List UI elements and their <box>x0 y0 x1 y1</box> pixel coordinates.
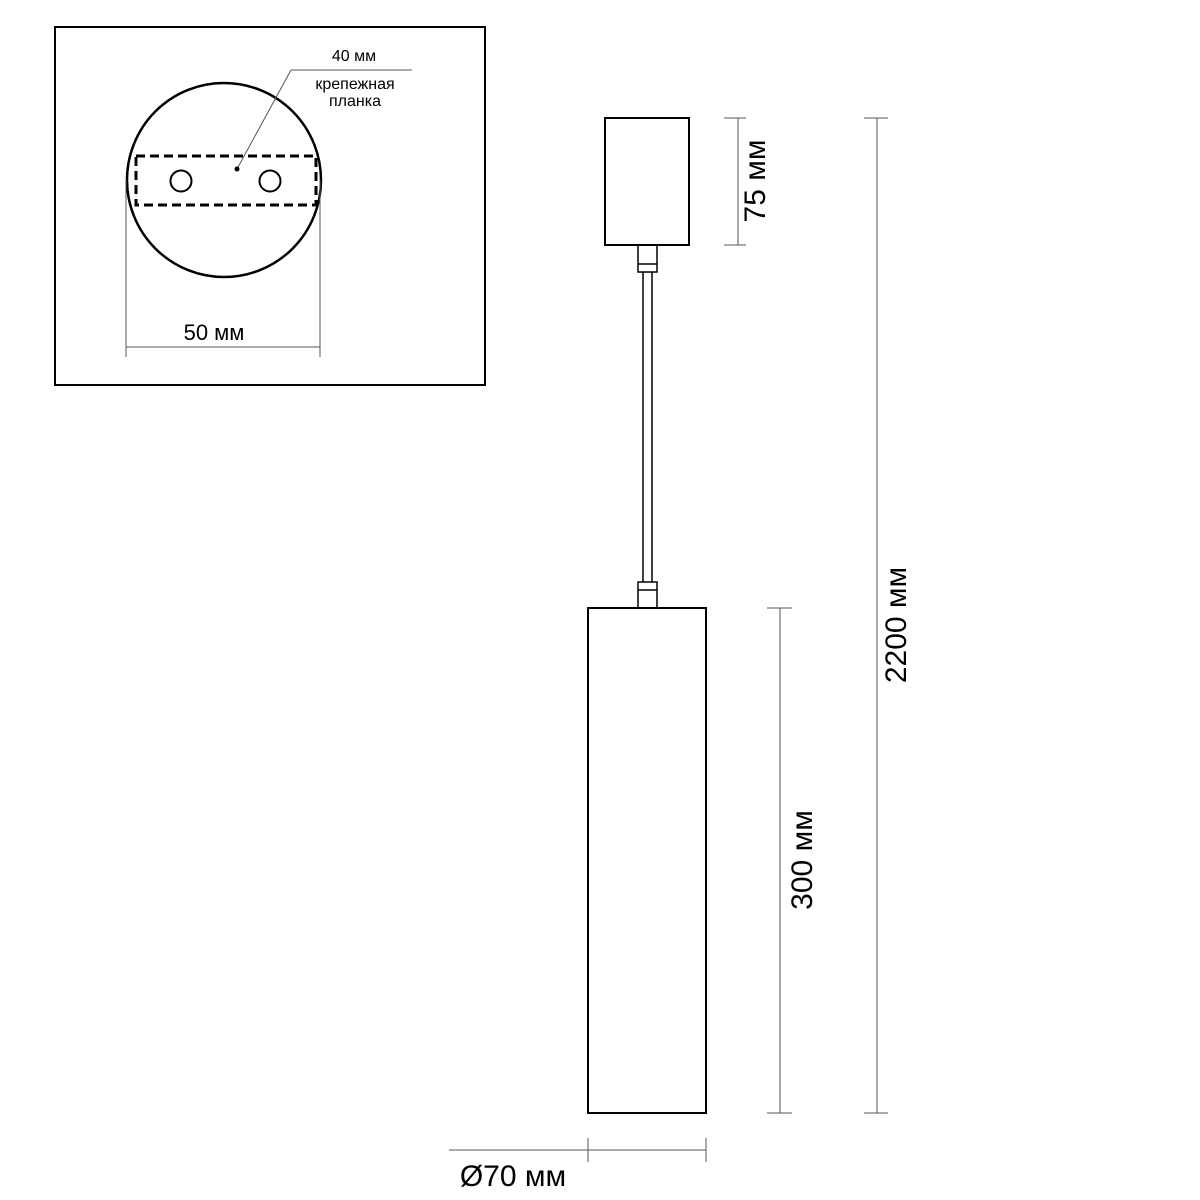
plate-name-line2: планка <box>329 93 381 110</box>
canopy-detail-view: 40 мм крепежная планка 50 мм <box>54 26 486 386</box>
plate-width-label: 40 мм <box>332 48 376 65</box>
canopy-diameter-label: 50 мм <box>184 320 245 345</box>
lower-connector <box>637 581 658 609</box>
plate-name-line1: крепежная <box>315 76 394 93</box>
lamp-side-view: 75 мм 2200 мм 300 мм Ø70 мм <box>449 117 913 1193</box>
plate-leader-dot <box>234 166 240 172</box>
canopy-circle <box>125 81 323 279</box>
lamp-canopy <box>604 117 690 246</box>
plate-leader-line <box>236 69 292 170</box>
canopy-height-label: 75 мм <box>739 140 772 223</box>
screw-hole-right <box>258 169 282 193</box>
screw-hole-left <box>169 169 193 193</box>
mounting-plate-dashed <box>134 154 318 207</box>
detail-frame <box>54 26 486 386</box>
lamp-shade <box>587 607 707 1114</box>
upper-connector <box>637 244 658 273</box>
shade-diameter-label: Ø70 мм <box>460 1160 566 1193</box>
shade-height-label: 300 мм <box>786 810 819 910</box>
total-height-label: 2200 мм <box>880 567 913 683</box>
